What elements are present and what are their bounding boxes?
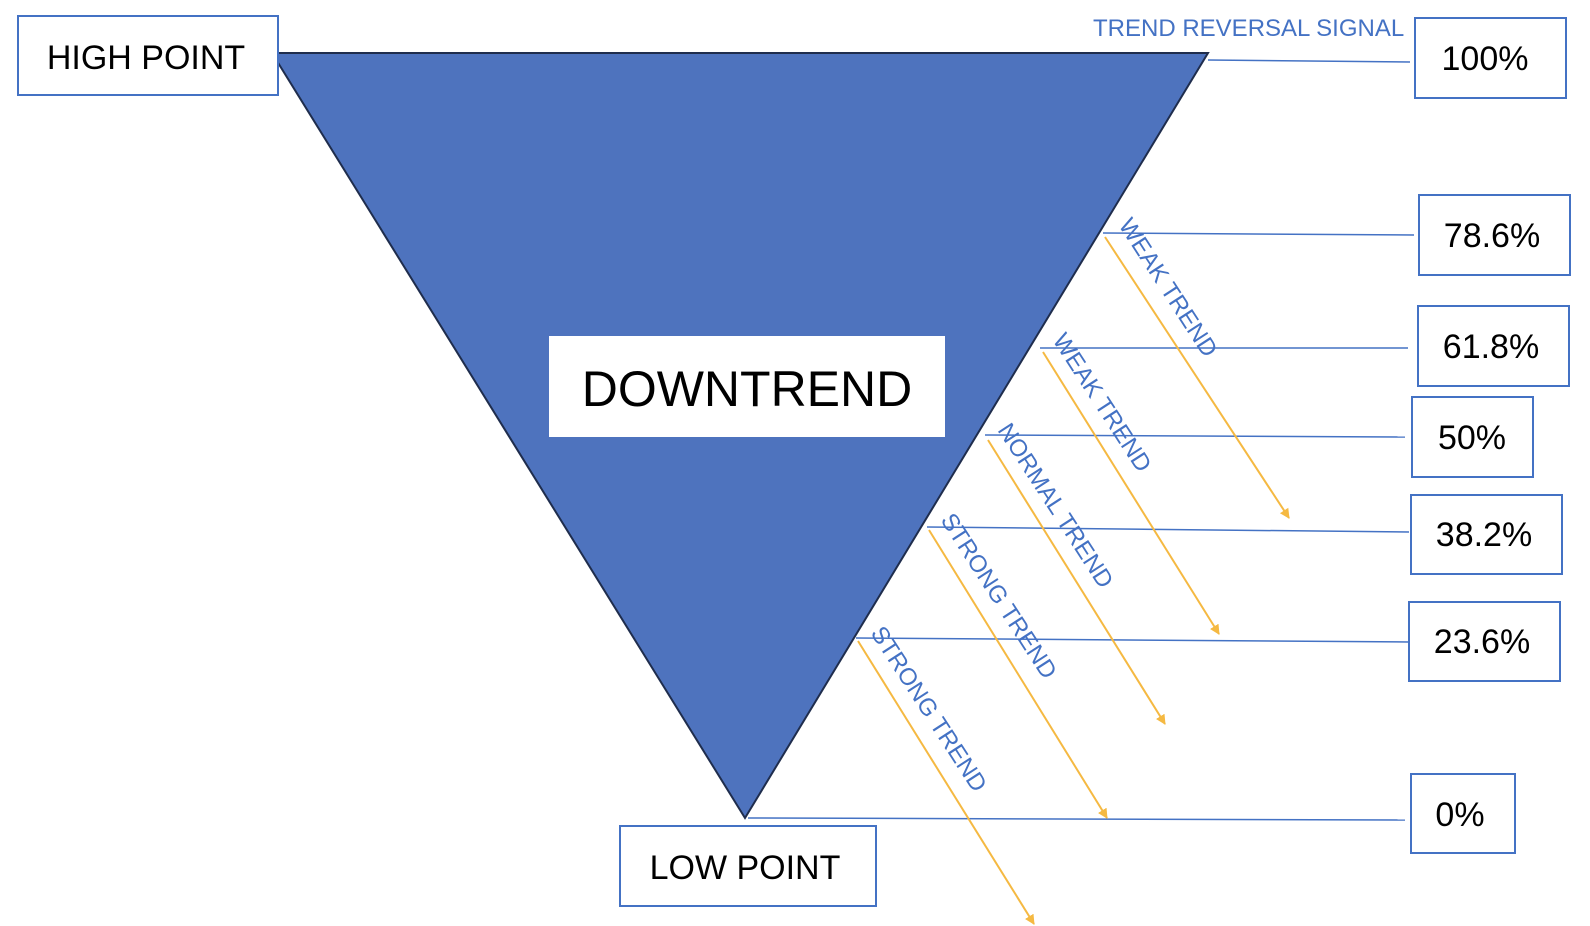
level-box-23-6: 23.6% — [1408, 601, 1561, 682]
trend-arrow-2 — [1042, 351, 1220, 635]
level-value-61-8: 61.8% — [1443, 328, 1539, 366]
low-point-label: LOW POINT — [650, 849, 841, 887]
level-box-0: 0% — [1410, 773, 1516, 854]
level-box-78-6: 78.6% — [1418, 194, 1571, 276]
trend-arrow-1 — [1104, 236, 1290, 519]
trend-arrow-3 — [987, 439, 1166, 725]
high-point-box: HIGH POINT — [17, 15, 279, 96]
level-box-38-2: 38.2% — [1410, 494, 1563, 575]
downtrend-title-box: DOWNTREND — [549, 336, 945, 437]
level-box-61-8: 61.8% — [1417, 305, 1570, 387]
trend-label-strong-2: STRONG TREND — [865, 622, 992, 797]
downtrend-title: DOWNTREND — [582, 361, 913, 417]
level-value-78-6: 78.6% — [1444, 217, 1540, 255]
level-line-0 — [747, 817, 1406, 821]
trend-label-strong-1: STRONG TREND — [935, 509, 1062, 684]
high-point-label: HIGH POINT — [47, 39, 245, 77]
level-box-50: 50% — [1411, 396, 1534, 478]
level-line-100 — [1207, 59, 1411, 63]
trend-arrow-4 — [928, 529, 1108, 819]
level-line-50 — [984, 434, 1406, 438]
level-lines — [747, 59, 1415, 821]
level-value-50: 50% — [1438, 419, 1506, 457]
trend-arrow-5 — [857, 640, 1035, 925]
level-value-0: 0% — [1435, 796, 1484, 834]
trend-label-weak-2: WEAK TREND — [1047, 329, 1157, 478]
level-value-100: 100% — [1442, 40, 1529, 78]
level-line-78-6 — [1102, 232, 1415, 236]
level-box-100: 100% — [1414, 17, 1567, 99]
trend-arrows — [857, 236, 1290, 925]
trend-label-normal: NORMAL TREND — [992, 419, 1118, 594]
low-point-box: LOW POINT — [619, 825, 877, 907]
level-value-38-2: 38.2% — [1436, 516, 1532, 554]
level-line-38-2 — [926, 526, 1410, 533]
level-line-23-6 — [855, 637, 1410, 643]
level-value-23-6: 23.6% — [1434, 623, 1530, 661]
reversal-signal-label: TREND REVERSAL SIGNAL — [1093, 15, 1404, 42]
trend-label-weak-1: WEAK TREND — [1113, 214, 1223, 363]
